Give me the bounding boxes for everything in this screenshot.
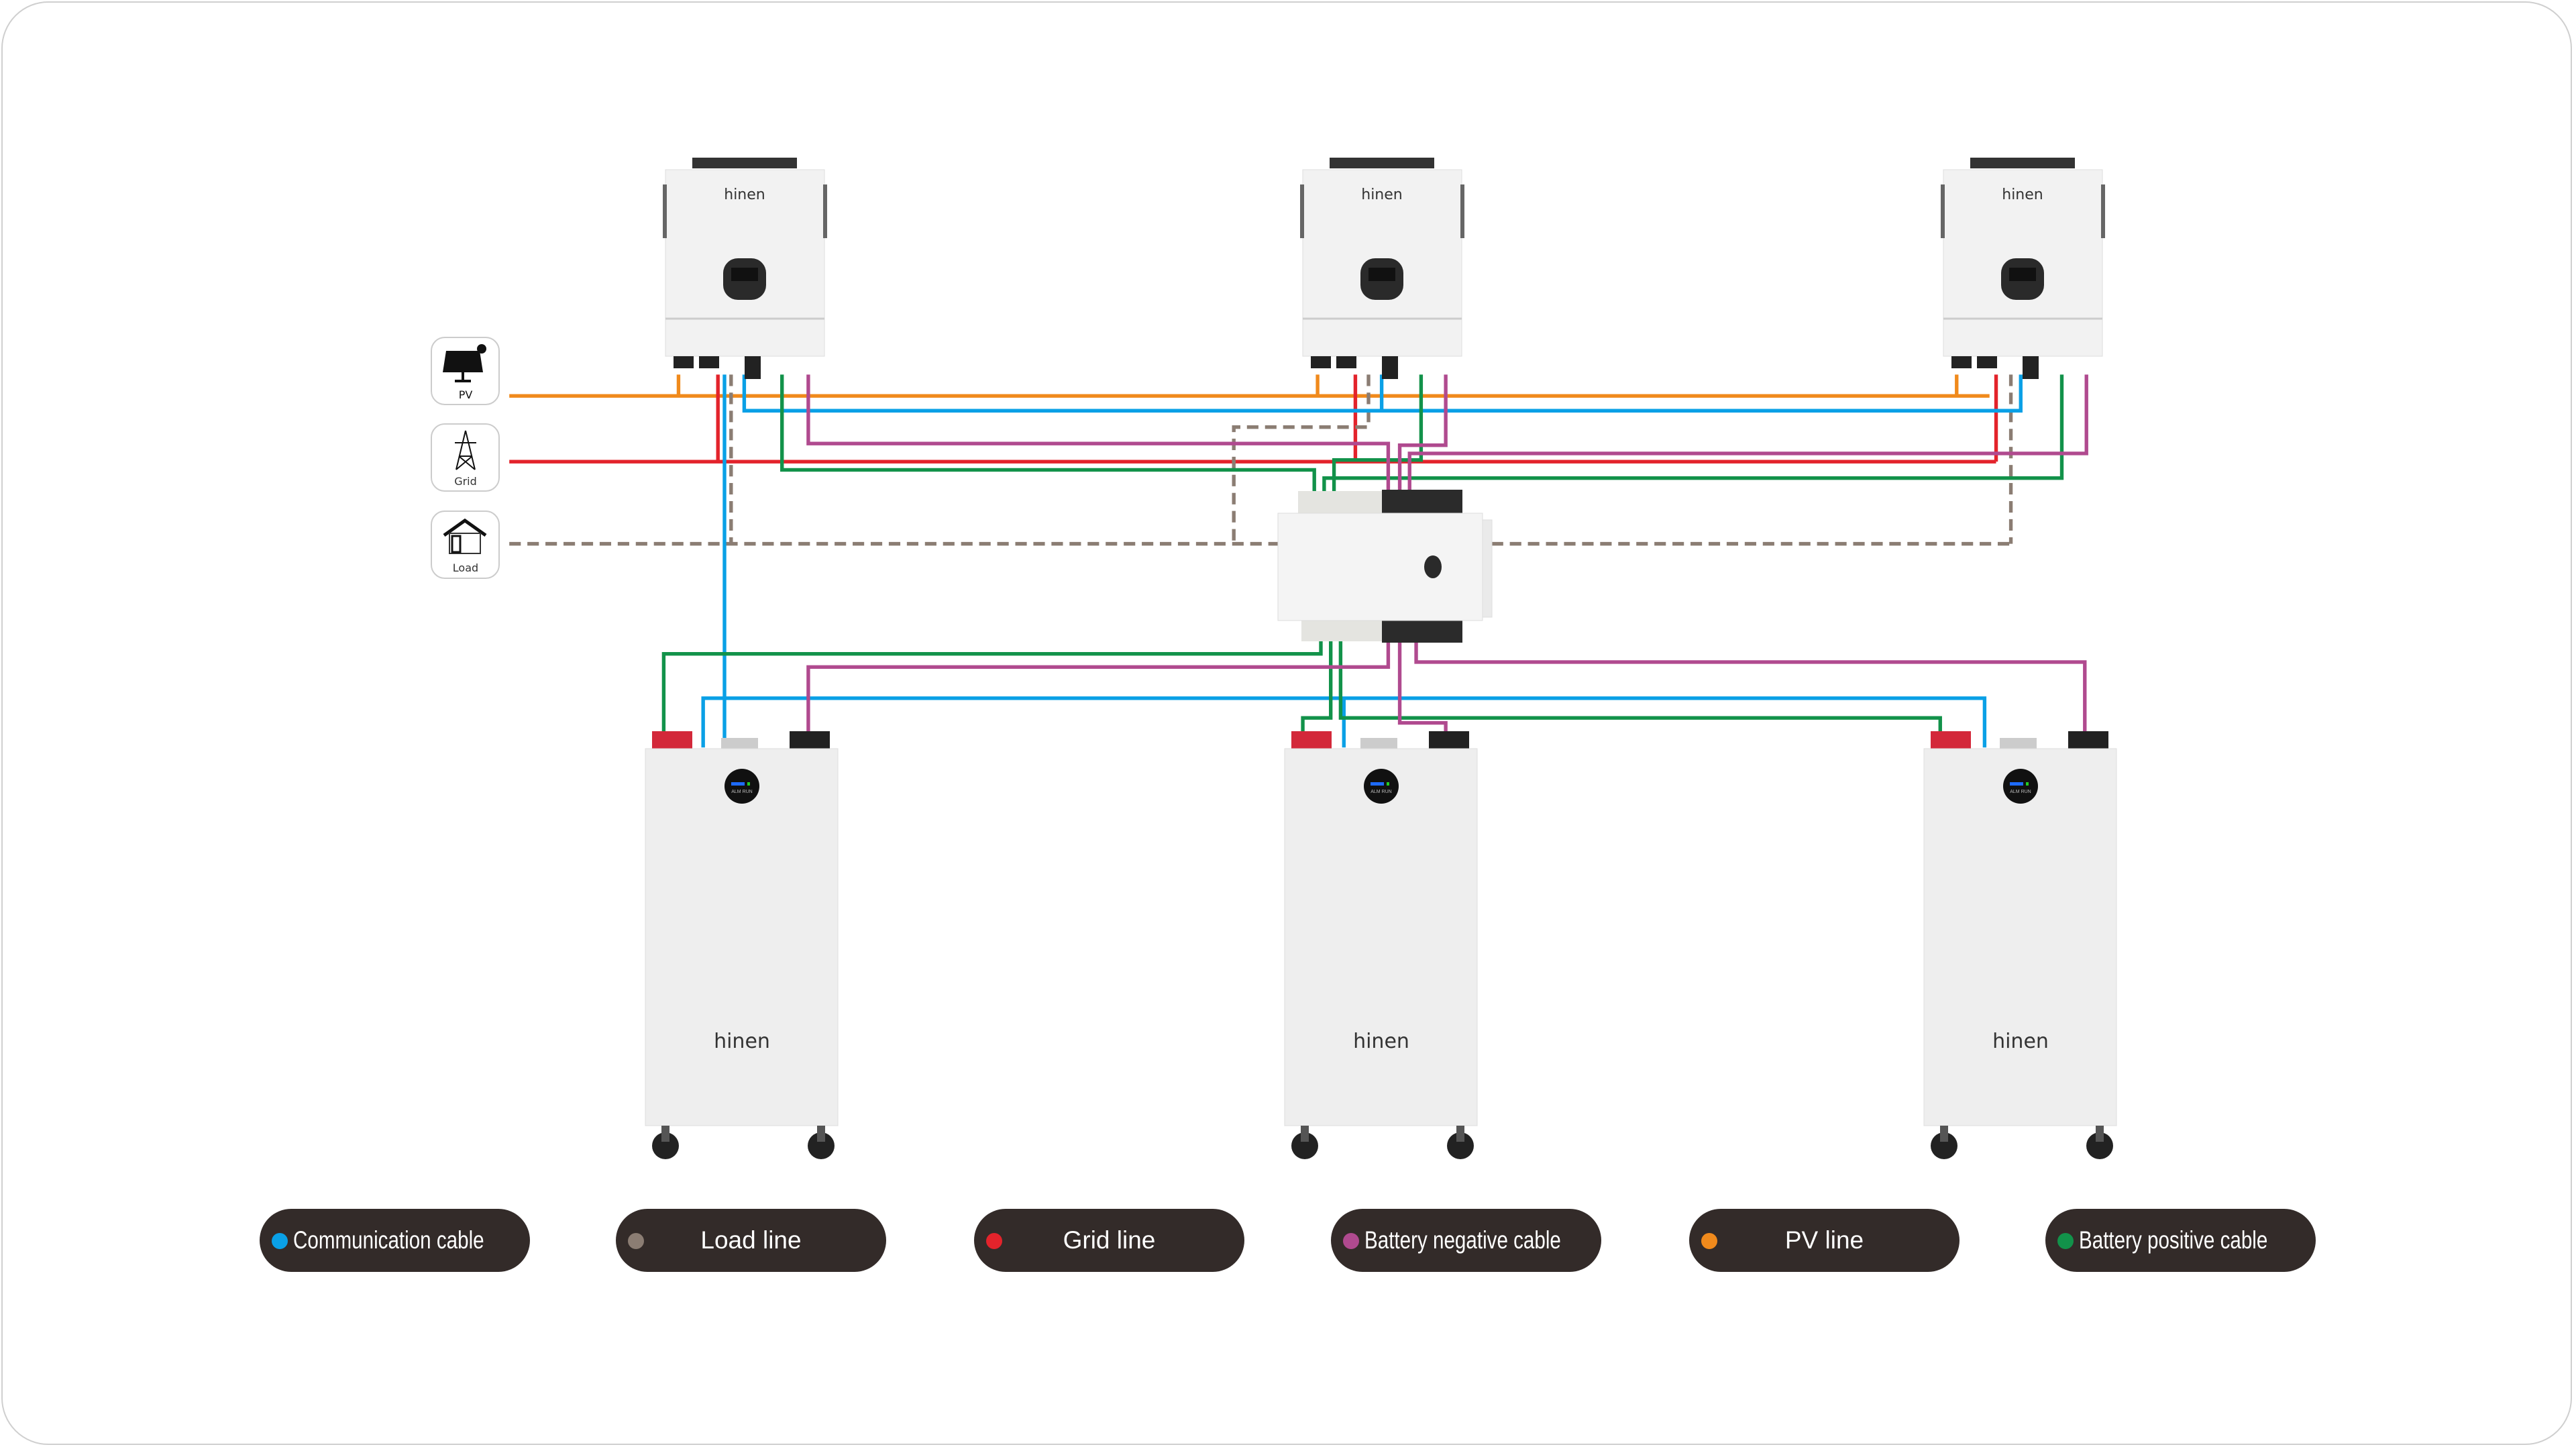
legend-label: Load line: [700, 1226, 802, 1254]
legend-label: PV line: [1784, 1226, 1864, 1254]
legend-load-line: Load line: [616, 1209, 886, 1272]
green-dot-icon: [2057, 1233, 2074, 1249]
source-load: Load: [431, 511, 500, 579]
combiner-box: [1277, 490, 1493, 643]
pv-label: PV: [459, 388, 473, 401]
source-grid: Grid: [431, 423, 500, 492]
orange-dot-icon: [1701, 1233, 1717, 1249]
inverter-3: [1939, 156, 2106, 380]
grid-label: Grid: [454, 475, 477, 488]
legend-label: Communication cable: [293, 1226, 484, 1254]
grid-line: [509, 374, 1998, 464]
legend-grid-line: Grid line: [974, 1209, 1244, 1272]
purple-dot-icon: [1343, 1233, 1359, 1249]
load-line: [509, 374, 2013, 546]
legend-label: Battery positive cable: [2079, 1226, 2268, 1254]
legend-label: Battery negative cable: [1364, 1226, 1561, 1254]
battery-2: ALM RUN: [1284, 731, 1478, 1160]
battery-indicator-label: ALM RUN: [1371, 790, 1392, 794]
legend-label: Grid line: [1063, 1226, 1156, 1254]
legend-battery-positive-cable: Battery positive cable: [2045, 1209, 2316, 1272]
source-pv: PV: [431, 337, 500, 405]
load-label: Load: [453, 561, 478, 574]
blue-dot-icon: [272, 1233, 288, 1249]
house-icon: [443, 518, 487, 554]
solar-panel-icon: [443, 344, 486, 382]
inverter-1: [661, 156, 828, 380]
battery-positive-cable: [661, 374, 2064, 740]
legend-communication-cable: Communication cable: [260, 1209, 530, 1272]
battery-3: ALM RUN: [1923, 731, 2117, 1160]
legend-battery-negative-cable: Battery negative cable: [1331, 1209, 1601, 1272]
battery-indicator-label: ALM RUN: [731, 790, 753, 794]
communication-cable: [701, 374, 2023, 748]
gray-dot-icon: [628, 1233, 644, 1249]
red-dot-icon: [986, 1233, 1002, 1249]
power-tower-icon: [455, 430, 476, 470]
pv-line: [509, 374, 1990, 398]
battery-negative-cable: [806, 374, 2088, 740]
legend-pv-line: PV line: [1689, 1209, 1960, 1272]
inverter-2: [1299, 156, 1466, 380]
battery-1: ALM RUN: [645, 731, 839, 1160]
battery-indicator-label: ALM RUN: [2010, 790, 2031, 794]
